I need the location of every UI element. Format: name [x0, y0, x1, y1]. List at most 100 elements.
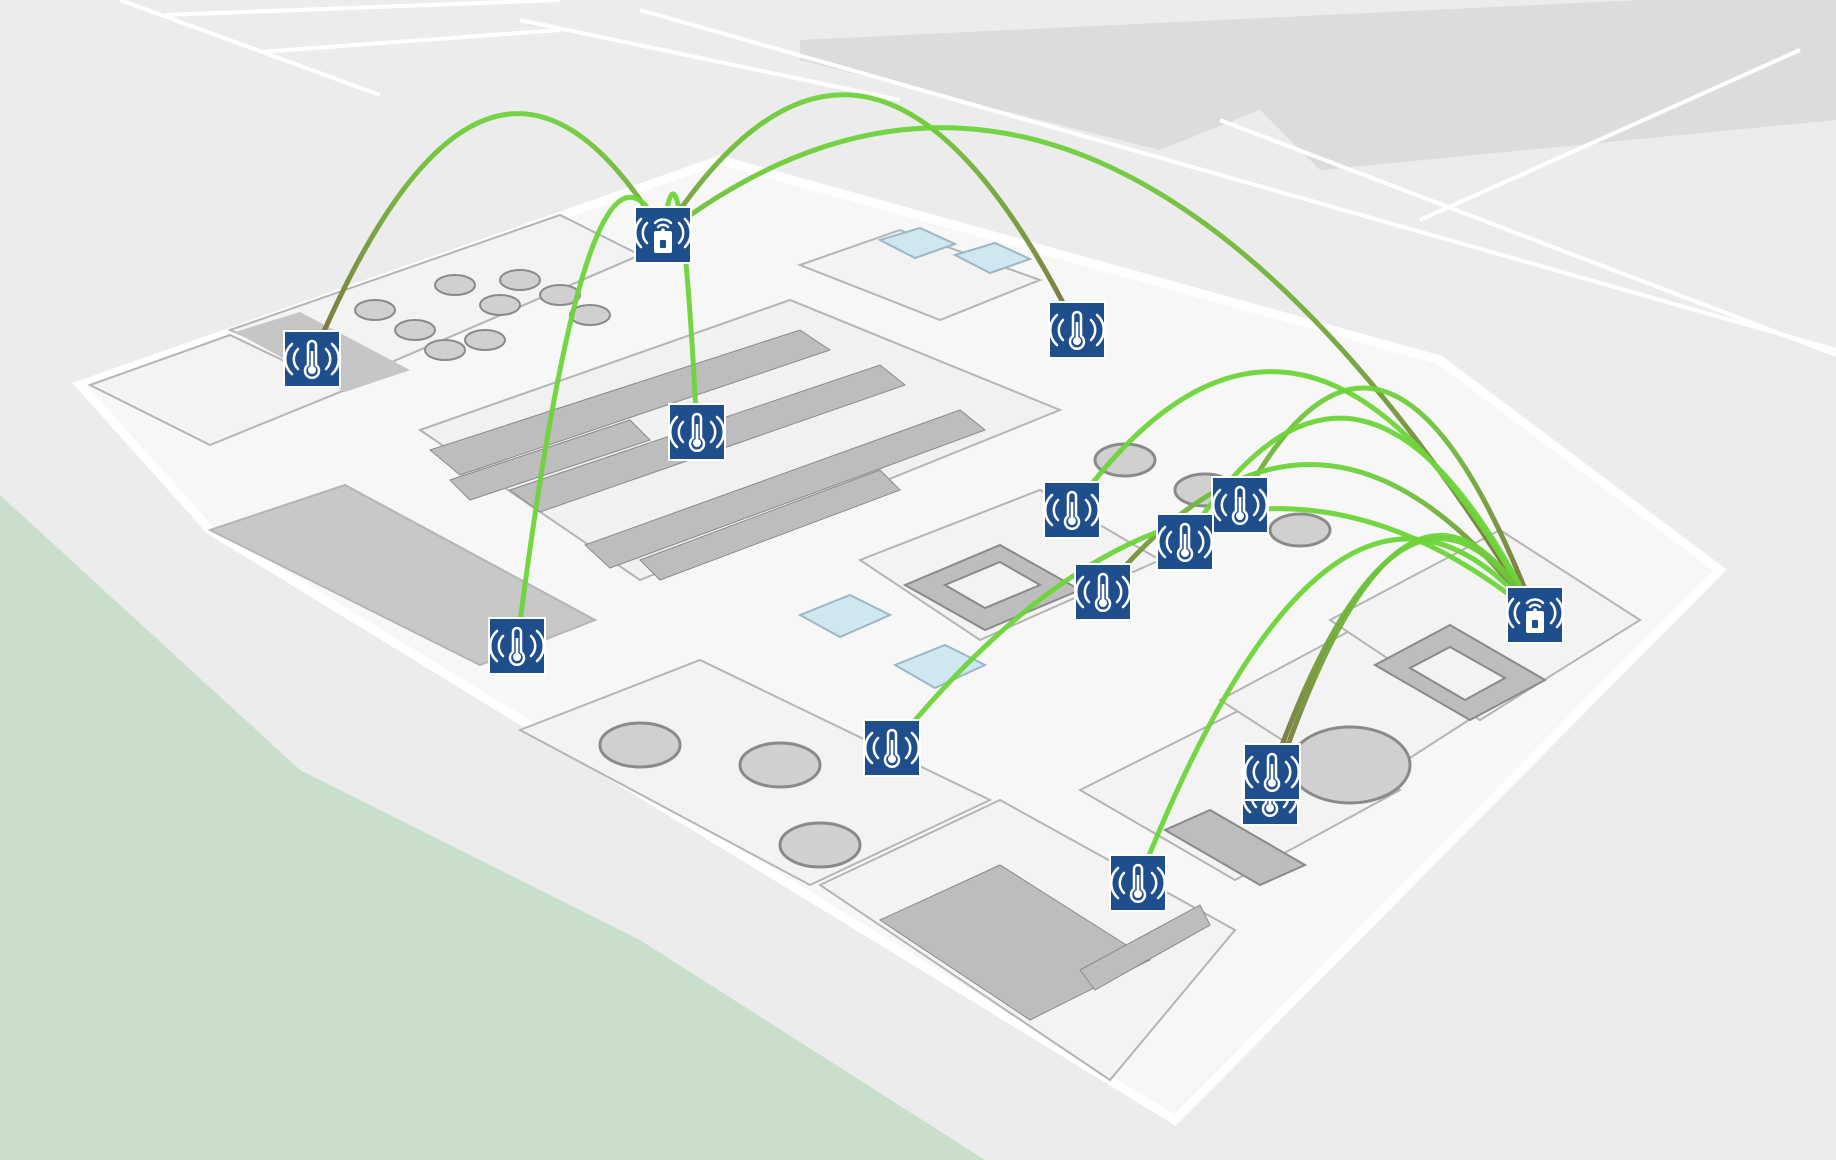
thermometer-bulb — [693, 439, 701, 447]
seat-block-4 — [449, 419, 651, 501]
mesh-link — [309, 111, 666, 362]
mesh-link — [660, 125, 1538, 618]
seat-block-1 — [428, 329, 832, 476]
thermometer-bulb — [1134, 890, 1142, 898]
mesh-link — [1135, 536, 1538, 886]
thermometer-stem — [1183, 534, 1187, 550]
thermometer-icon — [1063, 490, 1081, 530]
desk-block-1 — [878, 864, 1152, 1021]
thermometer-icon — [508, 626, 526, 666]
thermometer-icon — [1129, 863, 1147, 903]
u-table-central-inner — [942, 560, 1043, 610]
pool-3 — [877, 226, 958, 260]
oval-table — [1288, 725, 1412, 805]
round-table — [424, 339, 466, 361]
thermometer-sensor-icon[interactable] — [283, 330, 341, 388]
thermometer-icon — [1068, 310, 1086, 350]
signal-waves — [1156, 525, 1214, 559]
thermometer-bulb — [1073, 337, 1081, 345]
thermometer-sensor-icon[interactable] — [1048, 301, 1106, 359]
thermometer-icon — [303, 339, 321, 379]
thermometer-sensor-icon[interactable] — [1074, 563, 1132, 621]
thermometer-sensor-icon[interactable] — [1243, 743, 1301, 801]
thermometer-sensor-icon[interactable] — [488, 617, 546, 675]
signal-waves — [1243, 755, 1301, 789]
round-table — [479, 294, 521, 316]
thermometer-stem — [695, 424, 699, 440]
thermometer-bulb — [1236, 512, 1244, 520]
thermometer-icon — [1176, 522, 1194, 562]
signal-waves — [1109, 866, 1167, 900]
thermometer-sensor-icon[interactable] — [1211, 476, 1269, 534]
signal-waves — [488, 629, 546, 663]
wifi-icon — [1525, 598, 1545, 609]
thermometer-bulb — [1099, 599, 1107, 607]
mesh-link — [514, 194, 666, 649]
signal-waves — [1043, 493, 1101, 527]
round-table — [434, 274, 476, 296]
thermometer-sensor-icon[interactable] — [1156, 513, 1214, 571]
round-tables-nw — [354, 269, 611, 361]
signal-waves — [634, 217, 692, 249]
seat-block-3 — [584, 409, 987, 569]
router-plug — [1532, 620, 1538, 628]
thermometer-icon — [1263, 752, 1281, 792]
thermometer-stem — [1075, 322, 1079, 338]
wifi-dot — [661, 228, 665, 232]
round-table — [354, 299, 396, 321]
seat-block-5 — [639, 469, 901, 581]
thermometer-sensor-icon[interactable] — [668, 403, 726, 461]
mesh-link — [660, 92, 1080, 333]
classroom-desks — [878, 864, 1211, 1021]
round-table — [1268, 512, 1332, 548]
thermometer-bulb — [1068, 517, 1076, 525]
device-markers — [283, 206, 1564, 912]
round-tables-south — [598, 442, 1412, 869]
parking-lines — [119, 0, 1836, 357]
square-table-east-inner — [1407, 645, 1508, 702]
round-table — [394, 319, 436, 341]
thermometer-stem — [1101, 584, 1105, 600]
router-plug — [660, 240, 666, 248]
grass-area — [0, 495, 985, 1160]
round-table — [464, 329, 506, 351]
signal-waves — [863, 731, 921, 765]
desk-block-2 — [1079, 904, 1211, 991]
signal-waves — [1211, 488, 1269, 522]
thermometer-sensor-icon[interactable] — [863, 719, 921, 777]
mesh-link — [1237, 385, 1538, 618]
thermometer-bulb — [1268, 779, 1276, 787]
wifi-gateway-icon[interactable] — [634, 206, 692, 264]
thermometer-stem — [890, 740, 894, 756]
thermometer-stem — [1238, 497, 1242, 513]
signal-waves — [668, 415, 726, 449]
pool-2 — [892, 643, 988, 690]
thermometer-icon — [688, 412, 706, 452]
thermometer-bulb — [513, 653, 521, 661]
thermometer-bulb — [1266, 804, 1274, 812]
wifi-gateway-icon[interactable] — [1506, 586, 1564, 644]
thermometer-icon — [1231, 485, 1249, 525]
conference-tables — [902, 543, 1548, 887]
board-table — [1162, 808, 1308, 887]
wifi-icon — [653, 218, 673, 229]
pool-1 — [797, 593, 893, 639]
signal-waves — [1506, 597, 1564, 629]
thermometer-bulb — [888, 755, 896, 763]
wifi-dot — [1533, 608, 1537, 612]
thermometer-bulb — [1181, 549, 1189, 557]
building — [72, 155, 1727, 1126]
thermometer-icon — [1094, 572, 1112, 612]
thermometer-sensor-icon[interactable] — [1109, 854, 1167, 912]
thermometer-sensor-icon[interactable] — [1043, 481, 1101, 539]
banquet-table — [778, 821, 862, 869]
signal-waves — [1048, 313, 1106, 347]
mesh-link — [1269, 536, 1538, 775]
thermometer-stem — [1070, 502, 1074, 518]
round-table — [499, 269, 541, 291]
pool-4 — [952, 241, 1033, 275]
banquet-table — [738, 741, 822, 789]
thermometer-stem — [515, 638, 519, 654]
signal-waves — [1074, 575, 1132, 609]
